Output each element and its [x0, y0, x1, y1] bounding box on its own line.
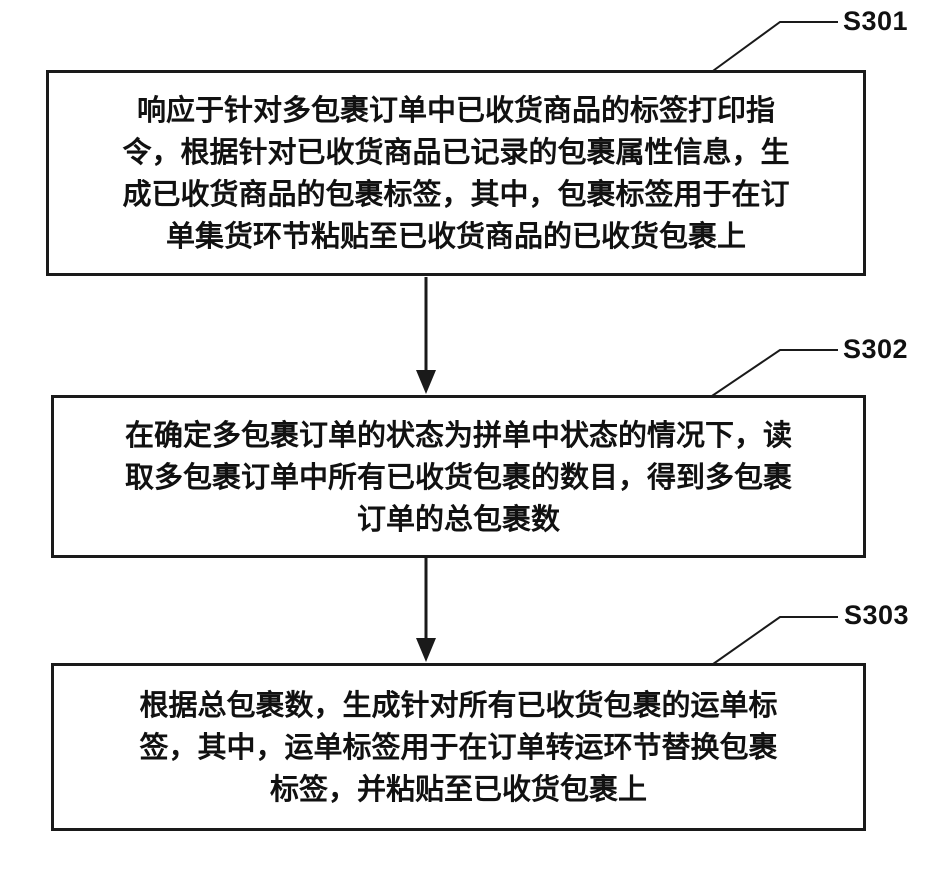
- step-label-s302: S302: [843, 334, 908, 365]
- step-line: 签，其中，运单标签用于在订单转运环节替换包裹: [139, 726, 777, 768]
- step-line: 单集货环节粘贴至已收货商品的已收货包裹上: [122, 215, 789, 257]
- step-box-s302: 在确定多包裹订单的状态为拼单中状态的情况下，读 取多包裹订单中所有已收货包裹的数…: [51, 395, 866, 558]
- leader-line-s302: [706, 350, 838, 400]
- arrowhead-s302: [416, 370, 436, 394]
- step-line: 根据总包裹数，生成针对所有已收货包裹的运单标: [139, 684, 777, 726]
- step-line: 订单的总包裹数: [125, 498, 792, 540]
- step-line: 标签，并粘贴至已收货包裹上: [139, 768, 777, 810]
- step-line: 令，根据针对已收货商品已记录的包裹属性信息，生: [122, 131, 789, 173]
- step-box-s303: 根据总包裹数，生成针对所有已收货包裹的运单标 签，其中，运单标签用于在订单转运环…: [51, 663, 866, 831]
- leader-line-s303: [706, 617, 838, 669]
- step-text-s302: 在确定多包裹订单的状态为拼单中状态的情况下，读 取多包裹订单中所有已收货包裹的数…: [125, 414, 792, 540]
- step-line: 响应于针对多包裹订单中已收货商品的标签打印指: [122, 89, 789, 131]
- step-line: 取多包裹订单中所有已收货包裹的数目，得到多包裹: [125, 456, 792, 498]
- arrowhead-s303: [416, 638, 436, 662]
- step-label-s303: S303: [844, 600, 909, 631]
- step-text-s303: 根据总包裹数，生成针对所有已收货包裹的运单标 签，其中，运单标签用于在订单转运环…: [139, 684, 777, 810]
- step-text-s301: 响应于针对多包裹订单中已收货商品的标签打印指 令，根据针对已收货商品已记录的包裹…: [122, 89, 789, 257]
- step-line: 成已收货商品的包裹标签，其中，包裹标签用于在订: [122, 173, 789, 215]
- step-line: 在确定多包裹订单的状态为拼单中状态的情况下，读: [125, 414, 792, 456]
- step-box-s301: 响应于针对多包裹订单中已收货商品的标签打印指 令，根据针对已收货商品已记录的包裹…: [46, 70, 866, 276]
- leader-line-s301: [706, 22, 838, 76]
- step-label-s301: S301: [843, 6, 908, 37]
